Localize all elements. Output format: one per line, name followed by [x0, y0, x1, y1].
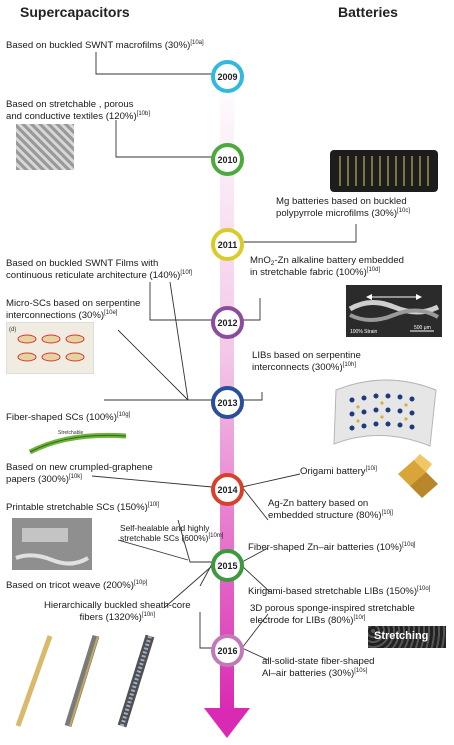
strain-label: 100% Strain [350, 329, 377, 335]
year-marker-2016: 2016 [211, 634, 244, 667]
sc-entry-swnt-macrofilms: Based on buckled SWNT macrofilms (30%)[1… [6, 40, 204, 51]
connector-line [117, 539, 189, 561]
bat-entry-libs-serpentine: LIBs based on serpentine interconnects (… [252, 350, 361, 373]
connector-line [177, 519, 212, 563]
connector-line [117, 329, 189, 401]
connector-line [241, 473, 301, 488]
bat-entry-al-air: all-solid-state fiber-shaped Al–air batt… [262, 656, 375, 679]
sc-entry-crumpled-graphene: Based on new crumpled-graphene papers (3… [6, 462, 153, 485]
sheath-core-fibers-image [10, 630, 180, 730]
year-marker-2014: 2014 [211, 473, 244, 506]
sc-entry-self-healable: Self-healable and highly stretchable SCs… [120, 523, 224, 543]
fiber-sc-image: Stretchable [28, 426, 128, 456]
connector-line [115, 120, 212, 158]
connector-line [242, 392, 263, 401]
connector-line [241, 547, 269, 563]
year-marker-2015: 2015 [211, 549, 244, 582]
bat-entry-ag-zn: Ag-Zn battery based on embedded structur… [268, 498, 393, 521]
scale-bar-label: 500 μm [414, 325, 431, 331]
textile-sem-image [16, 124, 74, 170]
bat-entry-kirigami: Kirigami-based stretchable LIBs (150%)[1… [248, 586, 431, 597]
sc-entry-tricot-weave: Based on tricot weave (200%)[10p] [6, 580, 148, 591]
connector-line [242, 224, 357, 243]
sponge-electrode-image: Stretching [368, 626, 446, 648]
bat-entry-origami: Origami battery[10i] [300, 466, 377, 477]
connector-line [241, 486, 269, 521]
sc-entry-micro-scs: Micro-SCs based on serpentine interconne… [6, 298, 141, 321]
sc-entry-reticulate-swnt: Based on buckled SWNT Films with continu… [6, 258, 193, 281]
bat-entry-zn-air: Fiber-shaped Zn–air batteries (10%)[10q] [248, 542, 416, 553]
sc-entry-sheath-core-fibers: Hierarchically buckled sheath-core fiber… [44, 600, 191, 623]
connector-line [95, 52, 212, 75]
connector-line [241, 647, 269, 661]
connector-line [241, 565, 271, 593]
stretching-label: Stretching [374, 630, 429, 642]
printable-sc-image [12, 518, 92, 570]
connector-line [242, 298, 261, 321]
sc-entry-fiber-shaped-scs: Fiber-shaped SCs (100%)[10g] [6, 412, 131, 423]
bat-entry-mno2-zn: MnO2-Zn alkaline battery embedded in str… [250, 255, 405, 278]
connector-line [169, 281, 212, 401]
sc-entry-printable-scs: Printable stretchable SCs (150%)[10l] [6, 502, 160, 513]
origami-battery-image [392, 454, 442, 500]
sc-entry-porous-textiles: Based on stretchable , porous and conduc… [6, 99, 151, 122]
fiber-label: Stretchable [58, 430, 84, 436]
batteries-header: Batteries [338, 4, 398, 20]
mg-battery-image [330, 150, 438, 192]
fabric-battery-image: 100% Strain 500 μm [346, 285, 442, 337]
connector-line [91, 475, 213, 488]
connector-line [163, 565, 213, 609]
micro-scs-image: (d) [6, 322, 94, 374]
bat-entry-mg-batteries: Mg batteries based on buckled polypyrrol… [276, 196, 411, 219]
connector-line [149, 282, 212, 321]
year-marker-2013: 2013 [211, 386, 244, 419]
lib-serpentine-image [330, 370, 442, 454]
connector-line [199, 612, 212, 649]
bat-entry-3d-sponge: 3D porous sponge-inspired stretchable el… [250, 603, 415, 626]
year-marker-2010: 2010 [211, 143, 244, 176]
timeline-arrowhead [204, 708, 250, 738]
year-marker-2009: 2009 [211, 60, 244, 93]
panel-label: (d) [9, 327, 16, 333]
connector-line [241, 613, 269, 649]
year-marker-2012: 2012 [211, 306, 244, 339]
supercapacitors-header: Supercapacitors [20, 4, 130, 20]
year-marker-2011: 2011 [211, 228, 244, 261]
